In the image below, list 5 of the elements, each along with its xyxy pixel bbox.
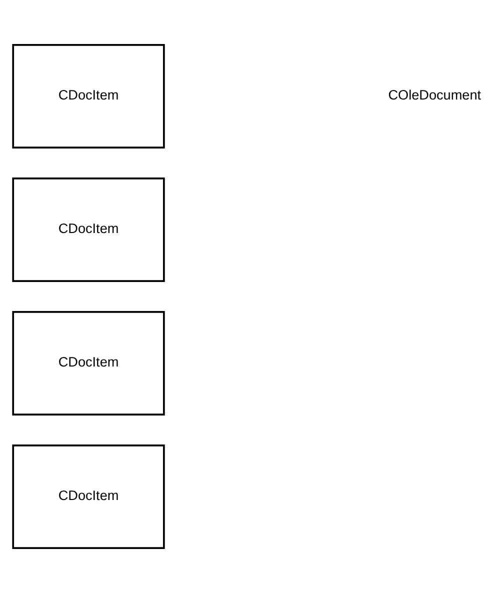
label: COleDocument <box>388 87 482 102</box>
node-box: CDocItem <box>12 444 165 548</box>
node-box: CDocItem <box>12 44 165 148</box>
node-box: CDocItem <box>12 177 165 282</box>
node-box: CDocItem <box>12 310 165 415</box>
